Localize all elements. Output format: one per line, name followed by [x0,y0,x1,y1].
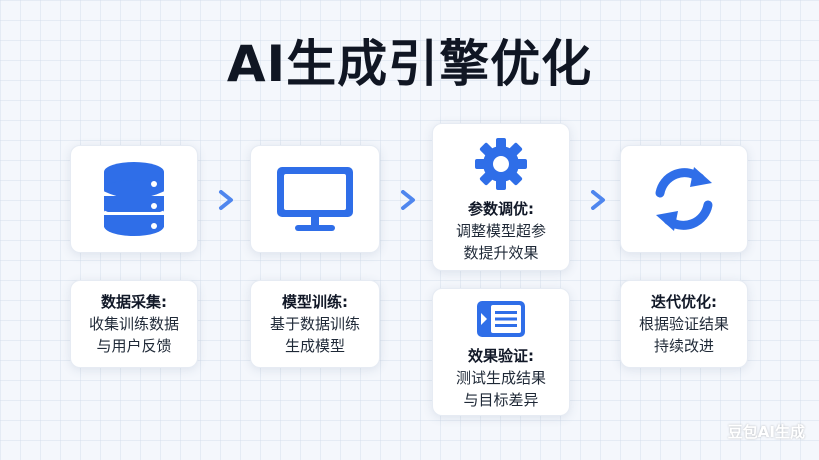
step-4-line-1: 测试生成结果 [455,369,546,387]
step-5-line-1: 根据验证结果 [638,315,729,333]
list-icon [477,301,525,337]
step-5-line-2: 持续改进 [653,337,714,355]
step-1-icon-card [70,145,198,253]
step-5-text-card: 迭代优化: 根据验证结果 持续改进 [620,280,748,368]
step-1-line-2: 与用户反馈 [96,337,172,355]
step-1-line-1: 收集训练数据 [88,315,179,333]
step-4-title: 效果验证: [468,347,534,365]
step-3-title: 参数调优: [468,200,534,218]
arrow-right-icon [219,190,233,210]
step-1-text-card: 数据采集: 收集训练数据 与用户反馈 [70,280,198,368]
step-3-line-1: 调整模型超参 [455,222,546,240]
monitor-icon [277,167,353,231]
step-2-line-2: 生成模型 [284,337,345,355]
step-3-card: 参数调优: 调整模型超参 数提升效果 [432,123,570,271]
arrow-right-icon [591,190,605,210]
database-icon [103,162,165,236]
step-3-line-2: 数提升效果 [463,244,539,262]
page-title: AI生成引擎优化 [226,35,593,93]
watermark: 豆包AI生成 [727,423,805,441]
step-4-line-2: 与目标差异 [463,391,539,409]
gear-icon [475,138,527,190]
step-2-title: 模型训练: [282,293,348,311]
step-2-icon-card [250,145,380,253]
refresh-icon [655,167,713,231]
step-1-title: 数据采集: [101,293,167,311]
step-2-line-1: 基于数据训练 [269,315,360,333]
step-5-icon-card [620,145,748,253]
step-4-card: 效果验证: 测试生成结果 与目标差异 [432,288,570,416]
step-2-text-card: 模型训练: 基于数据训练 生成模型 [250,280,380,368]
arrow-right-icon [401,190,415,210]
step-5-title: 迭代优化: [651,293,717,311]
